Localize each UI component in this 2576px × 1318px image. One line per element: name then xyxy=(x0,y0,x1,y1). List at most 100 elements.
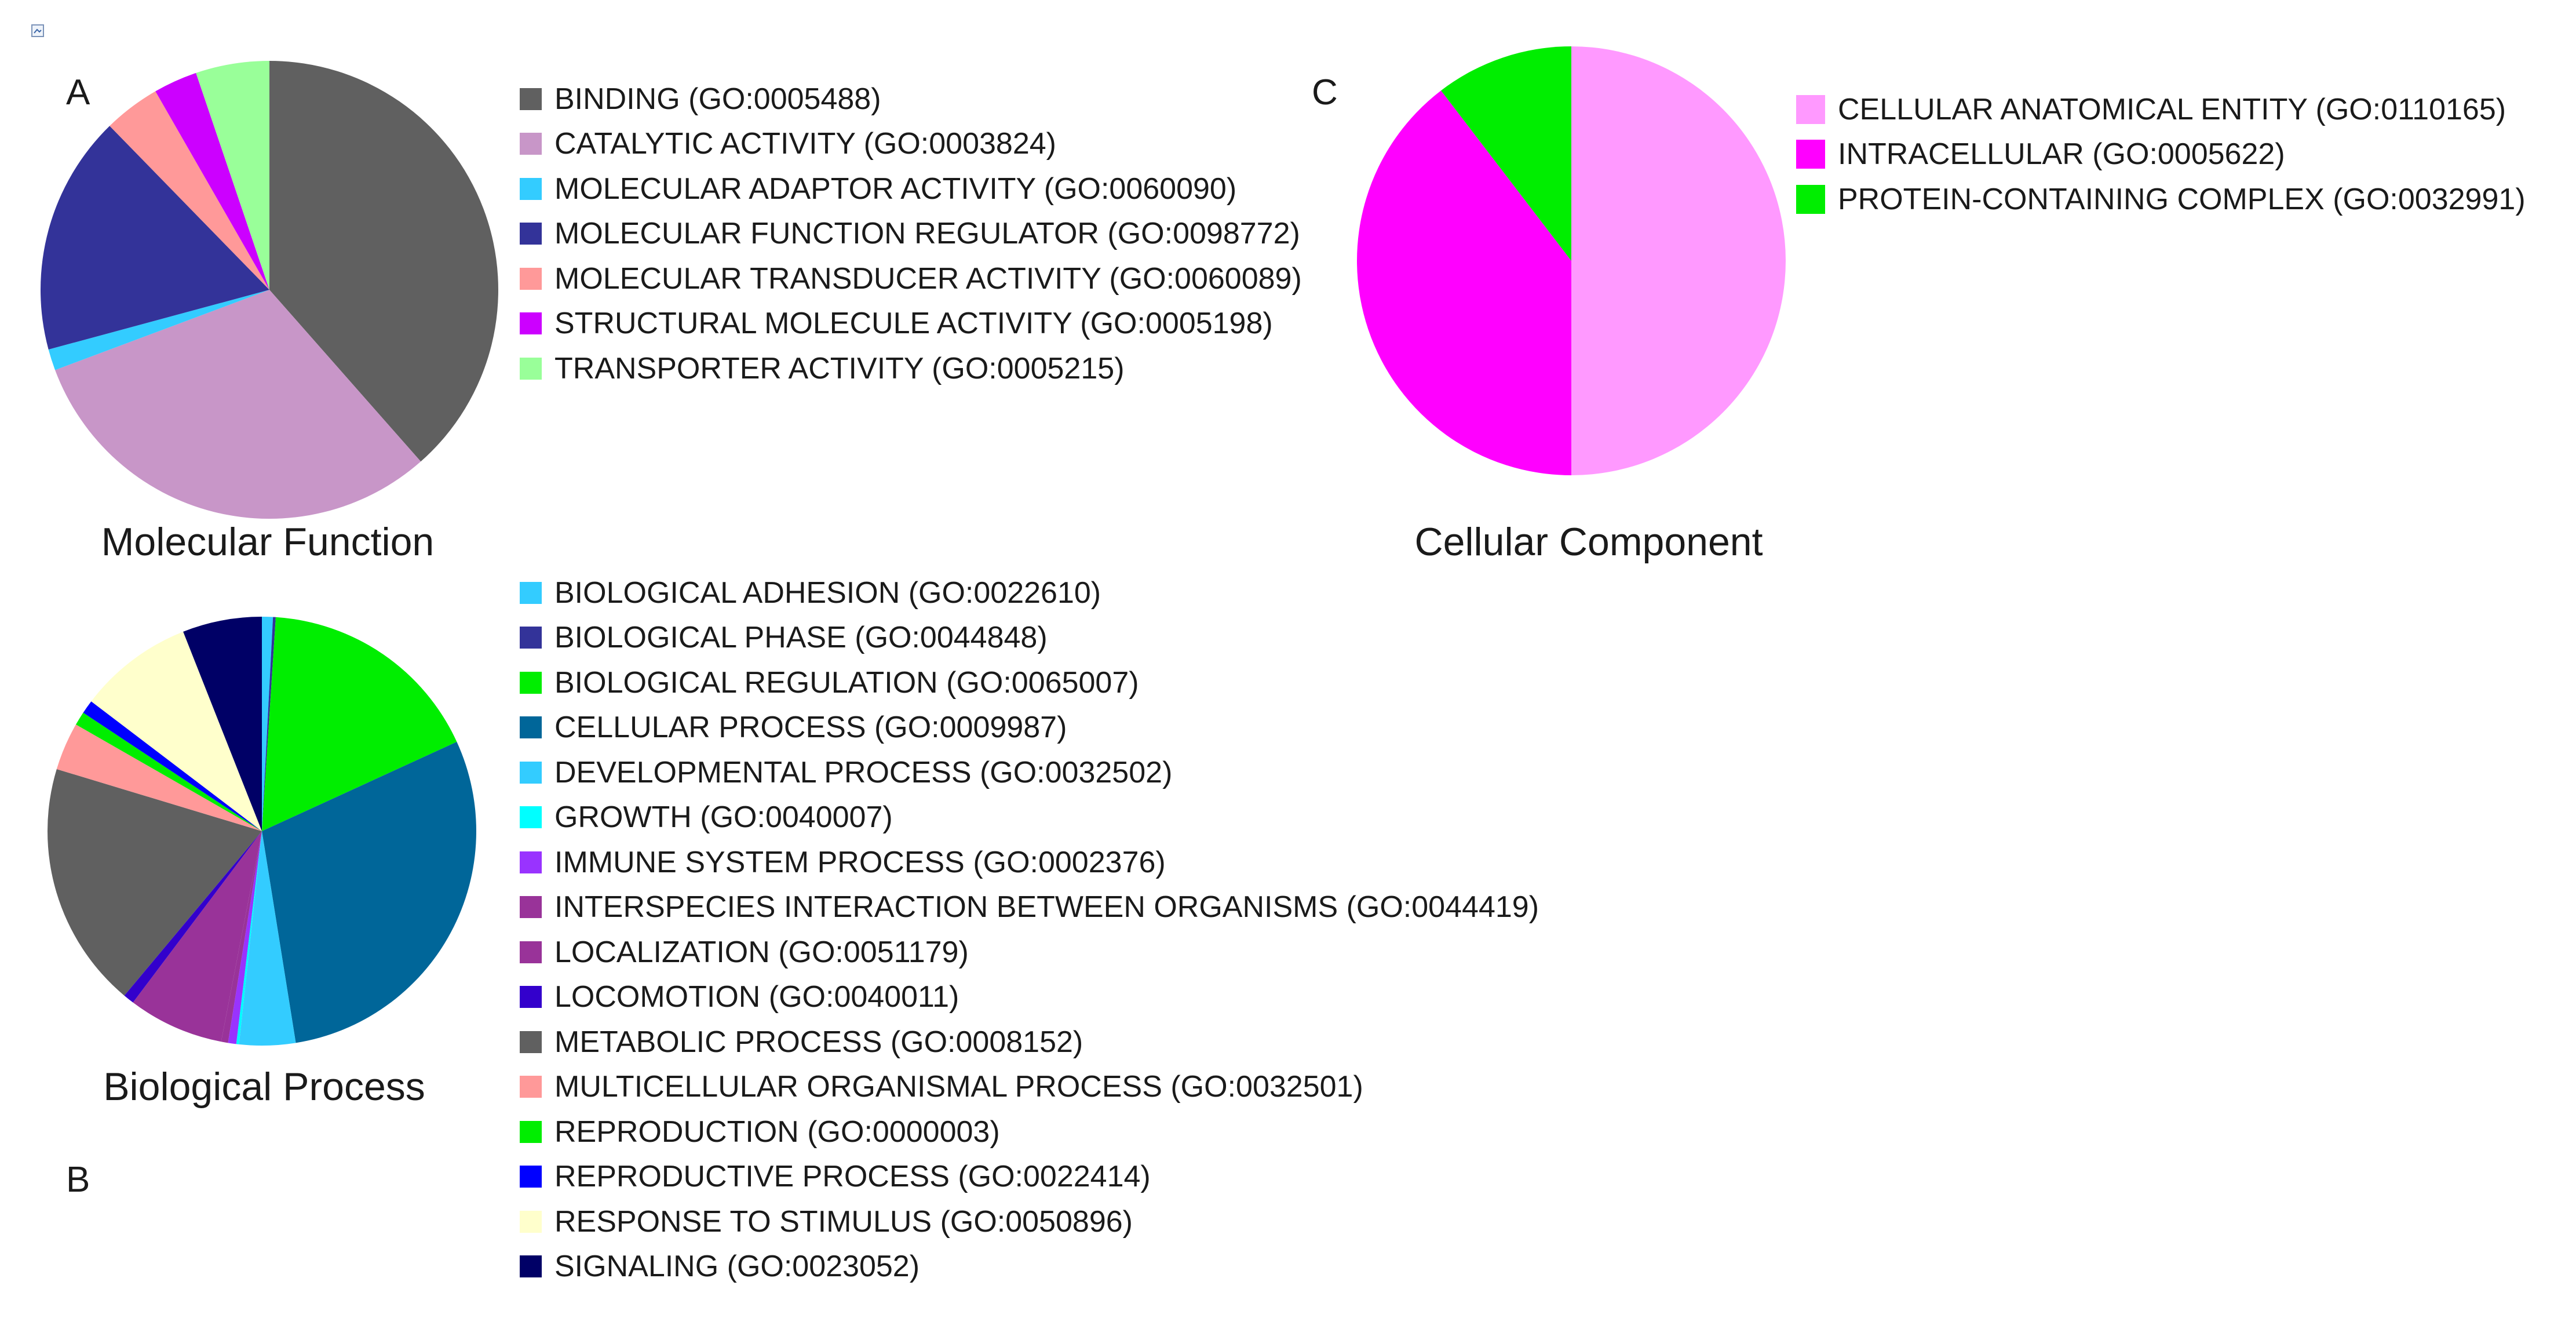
pie-slice-interspecies-interaction-between-organisms xyxy=(221,831,262,1043)
legend-item: IMMUNE SYSTEM PROCESS (GO:0002376) xyxy=(520,840,1539,885)
legend-swatch xyxy=(520,716,542,739)
legend-swatch xyxy=(520,671,542,694)
legend-label: IMMUNE SYSTEM PROCESS (GO:0002376) xyxy=(554,845,1166,879)
legend-item: RESPONSE TO STIMULUS (GO:0050896) xyxy=(520,1199,1539,1244)
pie-slice-biological-regulation xyxy=(262,617,457,831)
legend-item: INTERSPECIES INTERACTION BETWEEN ORGANIS… xyxy=(520,885,1539,930)
legend-item: CELLULAR ANATOMICAL ENTITY (GO:0110165) xyxy=(1796,87,2526,132)
legend-label: TRANSPORTER ACTIVITY (GO:0005215) xyxy=(554,351,1125,385)
legend-label: BIOLOGICAL ADHESION (GO:0022610) xyxy=(554,576,1101,610)
pie-slice-multicellular-organismal-process xyxy=(56,724,262,831)
legend-swatch xyxy=(520,1031,542,1053)
legend-label: BIOLOGICAL REGULATION (GO:0065007) xyxy=(554,665,1139,700)
molecular-function-pie xyxy=(40,61,498,519)
legend-label: MULTICELLULAR ORGANISMAL PROCESS (GO:003… xyxy=(554,1070,1363,1104)
legend-item: BIOLOGICAL REGULATION (GO:0065007) xyxy=(520,660,1539,705)
pie-slice-molecular-function-regulator xyxy=(40,126,269,350)
pie-slice-immune-system-process xyxy=(228,831,262,1044)
legend-label: STRUCTURAL MOLECULE ACTIVITY (GO:0005198… xyxy=(554,307,1273,341)
legend-item: TRANSPORTER ACTIVITY (GO:0005215) xyxy=(520,346,1302,391)
pie-slice-binding xyxy=(269,61,498,462)
pie-slice-locomotion xyxy=(124,831,262,1003)
panel-label-a: A xyxy=(66,72,90,112)
legend-item: GROWTH (GO:0040007) xyxy=(520,795,1539,840)
legend-label: INTRACELLULAR (GO:0005622) xyxy=(1838,137,2285,172)
pie-slice-transporter-activity xyxy=(196,61,269,290)
legend-swatch xyxy=(520,986,542,1008)
legend-item: MOLECULAR ADAPTOR ACTIVITY (GO:0060090) xyxy=(520,166,1302,212)
legend-swatch xyxy=(520,1076,542,1098)
legend-label: SIGNALING (GO:0023052) xyxy=(554,1250,920,1284)
pie-slice-response-to-stimulus xyxy=(91,631,262,831)
pie-slice-localization xyxy=(133,831,262,1042)
legend-label: REPRODUCTION (GO:0000003) xyxy=(554,1115,1000,1149)
legend-label: MOLECULAR TRANSDUCER ACTIVITY (GO:006008… xyxy=(554,261,1302,296)
legend-label: BINDING (GO:0005488) xyxy=(554,82,881,116)
biological-process-caption: Biological Process xyxy=(103,1065,425,1109)
legend-label: MOLECULAR ADAPTOR ACTIVITY (GO:0060090) xyxy=(554,172,1237,206)
legend-item: MOLECULAR TRANSDUCER ACTIVITY (GO:006008… xyxy=(520,256,1302,301)
pie-slice-molecular-transducer-activity xyxy=(110,91,269,290)
legend-label: MOLECULAR FUNCTION REGULATOR (GO:0098772… xyxy=(554,217,1300,251)
pie-slice-biological-phase xyxy=(262,617,276,831)
legend-label: GROWTH (GO:0040007) xyxy=(554,800,893,835)
legend-label: DEVELOPMENTAL PROCESS (GO:0032502) xyxy=(554,755,1173,789)
pie-slice-cellular-anatomical-entity xyxy=(1571,46,1786,475)
legend-item: MULTICELLULAR ORGANISMAL PROCESS (GO:003… xyxy=(520,1065,1539,1110)
pie-slice-reproduction xyxy=(75,712,262,831)
pie-slice-cellular-process xyxy=(262,741,476,1043)
legend-swatch xyxy=(520,806,542,829)
molecular-function-caption: Molecular Function xyxy=(101,520,435,564)
legend-item: BIOLOGICAL PHASE (GO:0044848) xyxy=(520,616,1539,661)
pie-slice-catalytic-activity xyxy=(55,290,421,519)
legend-item: INTRACELLULAR (GO:0005622) xyxy=(1796,132,2526,177)
legend-label: CELLULAR PROCESS (GO:0009987) xyxy=(554,711,1067,745)
legend-swatch xyxy=(520,761,542,784)
image-placeholder-icon xyxy=(31,24,44,37)
legend-item: STRUCTURAL MOLECULE ACTIVITY (GO:0005198… xyxy=(520,301,1302,347)
legend-item: REPRODUCTION (GO:0000003) xyxy=(520,1109,1539,1155)
legend-swatch xyxy=(520,177,542,200)
legend-item: CELLULAR PROCESS (GO:0009987) xyxy=(520,705,1539,751)
legend-label: LOCALIZATION (GO:0051179) xyxy=(554,935,969,969)
cellular-component-pie xyxy=(1357,46,1786,476)
legend-label: CELLULAR ANATOMICAL ENTITY (GO:0110165) xyxy=(1838,92,2506,126)
legend-label: METABOLIC PROCESS (GO:0008152) xyxy=(554,1025,1083,1059)
legend-label: LOCOMOTION (GO:0040011) xyxy=(554,980,959,1014)
legend-swatch xyxy=(520,581,542,604)
legend-swatch xyxy=(520,1255,542,1278)
legend-item: PROTEIN-CONTAINING COMPLEX (GO:0032991) xyxy=(1796,177,2526,222)
pie-slice-structural-molecule-activity xyxy=(155,72,269,290)
legend-item: LOCOMOTION (GO:0040011) xyxy=(520,975,1539,1020)
legend-swatch xyxy=(520,1166,542,1188)
panel-label-b: B xyxy=(66,1160,90,1200)
biological-process-legend: BIOLOGICAL ADHESION (GO:0022610) BIOLOGIC… xyxy=(520,570,1539,1289)
legend-swatch xyxy=(520,312,542,335)
legend-swatch xyxy=(520,941,542,963)
legend-swatch xyxy=(520,223,542,245)
panel-label-c: C xyxy=(1312,72,1338,112)
legend-swatch xyxy=(1796,140,1825,169)
legend-item: SIGNALING (GO:0023052) xyxy=(520,1244,1539,1290)
legend-item: LOCALIZATION (GO:0051179) xyxy=(520,930,1539,975)
legend-label: PROTEIN-CONTAINING COMPLEX (GO:0032991) xyxy=(1838,182,2526,216)
pie-slice-developmental-process xyxy=(239,831,296,1046)
legend-label: REPRODUCTIVE PROCESS (GO:0022414) xyxy=(554,1160,1151,1194)
legend-item: CATALYTIC ACTIVITY (GO:0003824) xyxy=(520,122,1302,167)
cellular-component-legend: CELLULAR ANATOMICAL ENTITY (GO:0110165) I… xyxy=(1796,87,2526,222)
pie-slice-reproductive-process xyxy=(83,701,262,831)
legend-label: CATALYTIC ACTIVITY (GO:0003824) xyxy=(554,127,1056,161)
pie-slice-molecular-adaptor-activity xyxy=(48,290,269,370)
legend-label: BIOLOGICAL PHASE (GO:0044848) xyxy=(554,621,1048,655)
legend-item: BINDING (GO:0005488) xyxy=(520,77,1302,122)
legend-swatch xyxy=(1796,94,1825,124)
legend-swatch xyxy=(520,1120,542,1143)
legend-swatch xyxy=(520,357,542,380)
pie-slice-growth xyxy=(236,831,262,1044)
legend-swatch xyxy=(520,88,542,110)
legend-item: MOLECULAR FUNCTION REGULATOR (GO:0098772… xyxy=(520,212,1302,257)
cellular-component-caption: Cellular Component xyxy=(1414,520,1763,564)
legend-item: DEVELOPMENTAL PROCESS (GO:0032502) xyxy=(520,750,1539,795)
legend-swatch xyxy=(520,1210,542,1233)
pie-slice-biological-adhesion xyxy=(262,617,273,831)
